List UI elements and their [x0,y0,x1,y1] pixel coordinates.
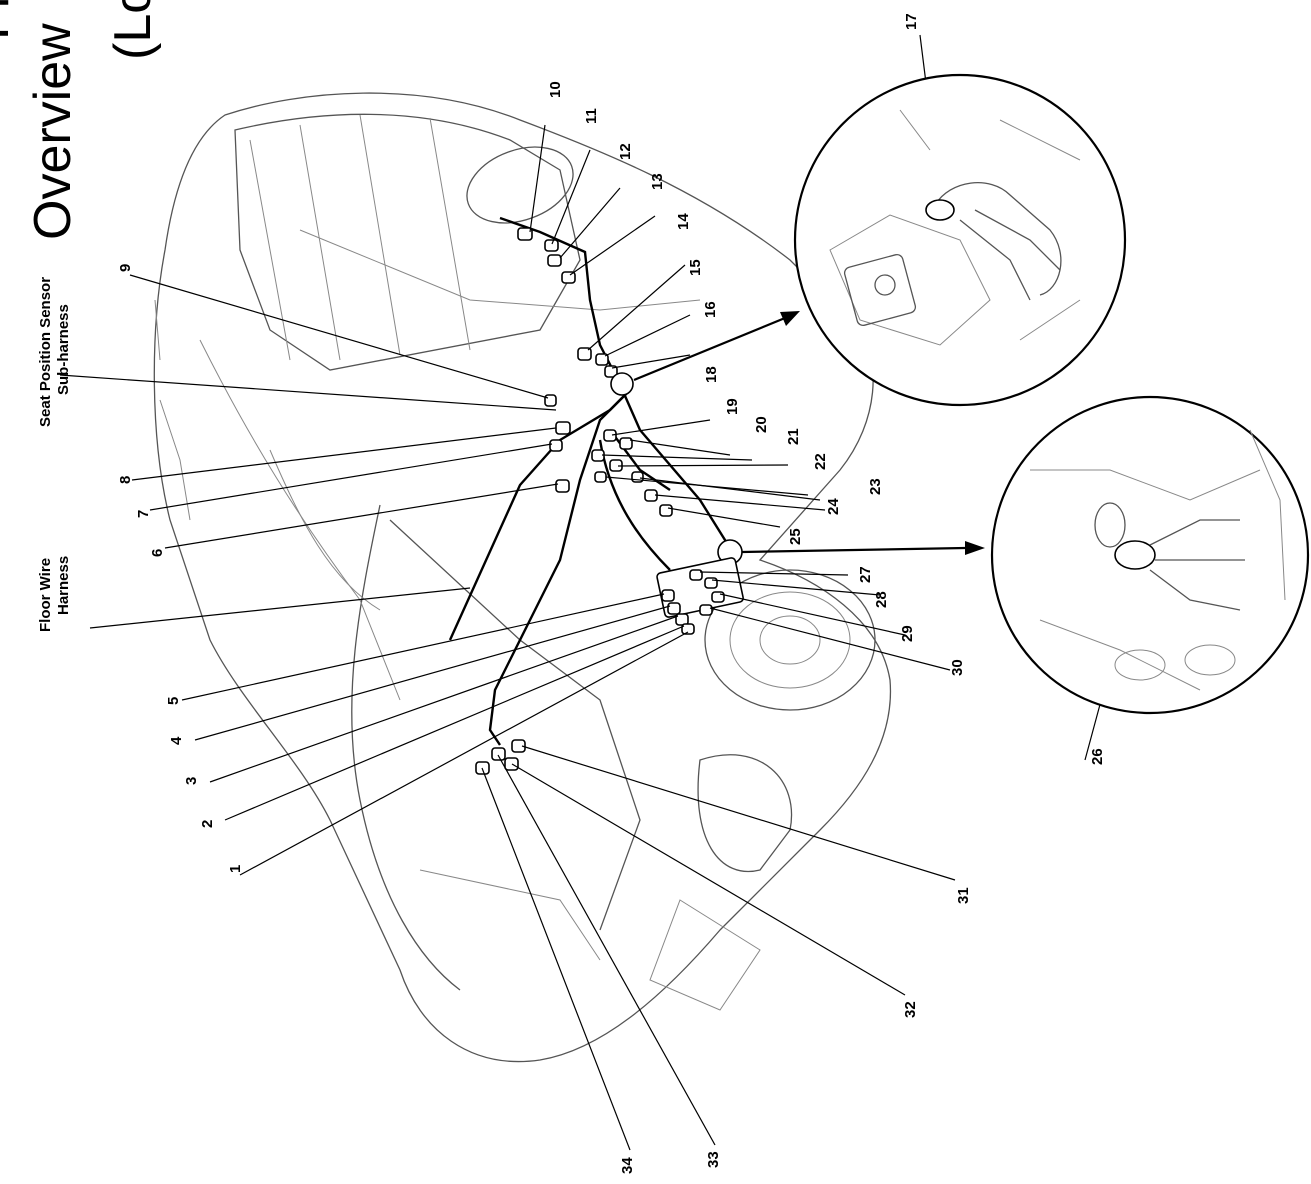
connector-12 [547,254,562,267]
callout-23: 23 [867,478,884,495]
callout-9: 9 [117,264,134,272]
callout-13: 13 [649,173,666,190]
callout-32: 32 [902,1001,919,1018]
connector-10 [517,227,533,241]
callout-26: 26 [1089,748,1106,765]
callout-19: 19 [724,398,741,415]
connector-13 [561,271,576,284]
callout-20: 20 [753,416,770,433]
connector-5 [661,589,675,602]
callout-11: 11 [583,108,600,124]
callout-28: 28 [873,591,890,608]
connector-2 [681,623,695,635]
leader-lines [59,34,1136,1151]
connector-33 [491,747,506,761]
title-line-2: Overview [24,23,82,240]
connector-7 [549,439,563,452]
page-title: Fl Overview (Lo [0,0,162,240]
connector-6 [555,479,570,493]
connector-32 [504,757,519,771]
callout-24: 24 [825,498,842,515]
callout-30: 30 [949,659,966,676]
callout-16: 16 [702,301,719,318]
floor-wire-harness-label-line-1: Floor Wire [37,558,54,632]
connector-11 [544,239,559,252]
callout-21: 21 [785,428,802,445]
callout-29: 29 [899,625,916,642]
callout-33: 33 [705,1151,722,1168]
callout-18: 18 [703,366,720,383]
connector-15 [595,353,609,366]
connector-18 [603,429,617,442]
harness-labels: Seat Position Sensor Sub-harness Floor W… [37,277,72,632]
connector-14 [577,347,592,361]
connector-27 [689,569,703,581]
seat-position-sensor-label-line-2: Sub-harness [55,304,72,395]
connector-29 [711,591,725,603]
title-line-3: (Lo [104,0,162,60]
callout-3: 3 [183,777,200,785]
connector-19 [619,437,633,450]
callout-10: 10 [547,81,564,98]
callout-8: 8 [117,476,134,484]
connector-9 [544,394,557,407]
seat-position-sensor-label-line-1: Seat Position Sensor [37,277,54,427]
callout-1: 1 [227,865,244,873]
floor-wire-harness-label-line-2: Harness [55,556,72,615]
callout-2: 2 [199,820,216,828]
callout-22: 22 [812,453,829,470]
connector-25 [659,504,673,517]
connector-22 [594,471,607,483]
callout-14: 14 [675,213,692,230]
detail-inset-upper [793,73,1127,407]
connector-30 [699,604,713,616]
callout-numbers: 1 2 3 4 5 6 7 8 9 10 11 12 13 14 15 16 1… [117,13,1106,1174]
connector-4 [667,602,681,615]
callout-4: 4 [168,736,185,745]
callout-15: 15 [687,259,704,276]
callout-31: 31 [955,887,972,904]
connectors [475,227,744,775]
car-body-outline [153,92,892,1063]
callout-7: 7 [135,510,152,518]
title-line-1: Fl [0,0,20,40]
callout-5: 5 [165,697,182,705]
detail-arrows [633,311,985,555]
connector-28 [704,577,718,589]
connector-8 [555,421,571,435]
callout-6: 6 [149,549,166,557]
callout-12: 12 [617,143,634,160]
connector-31 [511,739,526,753]
connector-16 [604,365,618,378]
callout-34: 34 [619,1157,636,1174]
detail-inset-lower [990,395,1310,715]
callout-27: 27 [857,566,874,583]
callout-17: 17 [903,13,920,30]
callout-25: 25 [787,528,804,545]
grommet-upper [610,372,634,396]
